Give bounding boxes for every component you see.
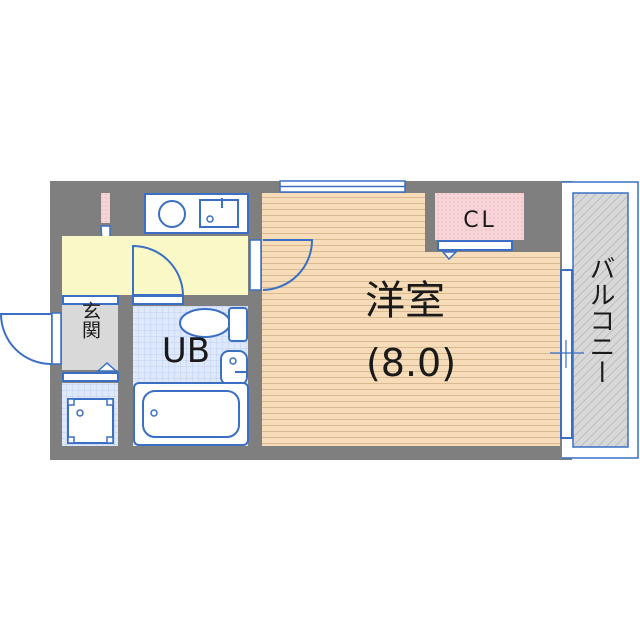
closet-door (437, 240, 513, 251)
closet-label: CL (463, 208, 497, 233)
entrance-label: 玄関 (79, 301, 101, 339)
kitchen-sink (199, 199, 239, 228)
room-door (262, 239, 314, 291)
stove (158, 200, 186, 228)
western-room-floor (262, 193, 560, 446)
western-room-size: (8.0) (366, 341, 456, 385)
entrance-door (0, 313, 52, 365)
unit-bath-label: UB (162, 331, 210, 371)
bath-door (132, 244, 185, 296)
wash-basin (220, 350, 248, 386)
western-room-label: 洋室 (365, 278, 445, 324)
shoe-box (67, 398, 114, 444)
balcony-label: バルコニー (585, 255, 615, 385)
entrance-floor (62, 305, 118, 370)
room-door-frame (249, 239, 262, 291)
closet-area (435, 193, 524, 240)
closet-door-marker (441, 251, 458, 261)
